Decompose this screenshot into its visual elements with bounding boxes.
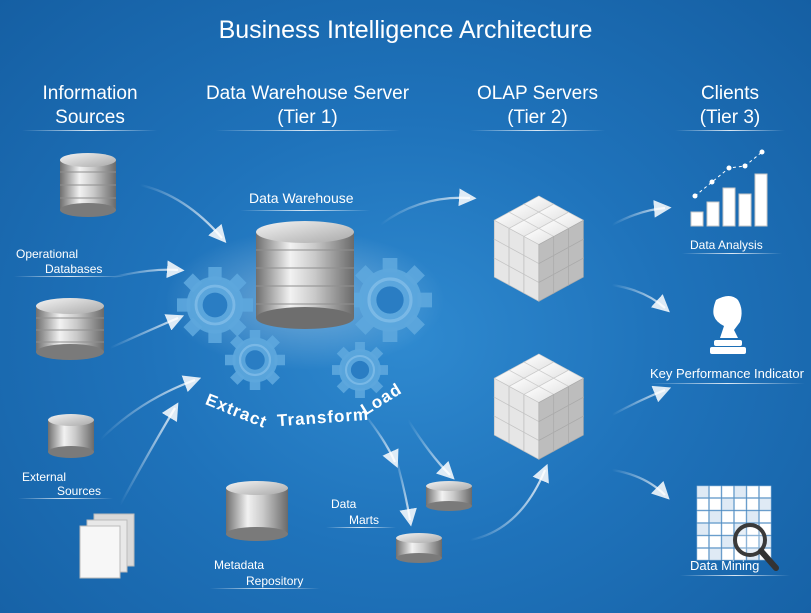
olap-cube-icon <box>493 353 584 460</box>
header-underline <box>215 130 400 131</box>
label-data-analysis: Data Analysis <box>690 238 763 252</box>
database-icon <box>48 414 94 458</box>
column-header-line: Clients <box>700 83 760 104</box>
column-header-sources: Information Sources <box>20 82 160 130</box>
label-underline <box>680 575 790 576</box>
column-header-line: (Tier 3) <box>699 107 761 128</box>
database-icon <box>426 481 472 511</box>
label-sources: Sources <box>57 484 102 498</box>
chess-knight-icon <box>710 296 746 354</box>
label-databases: Databases <box>45 262 103 276</box>
label-underline <box>650 383 805 384</box>
header-underline <box>675 130 785 131</box>
document-stack-icon <box>79 513 135 579</box>
column-header-line: (Tier 2) <box>507 107 568 128</box>
column-header-line: (Tier 1) <box>277 107 338 128</box>
label-data-mining: Data Mining <box>690 558 760 573</box>
label-kpi: Key Performance Indicator <box>650 366 804 381</box>
arrow-icon <box>99 183 672 542</box>
column-header-clients: Clients (Tier 3) <box>670 82 790 130</box>
label-underline <box>14 276 124 277</box>
label-repository: Repository <box>246 574 304 588</box>
label-underline <box>240 210 370 211</box>
label-underline <box>326 527 396 528</box>
header-underline <box>470 130 605 131</box>
database-icon <box>256 221 354 329</box>
label-underline <box>210 588 320 589</box>
label-underline <box>682 253 782 254</box>
database-icon <box>396 533 442 563</box>
page-title: Business Intelligence Architecture <box>218 16 593 44</box>
label-marts: Marts <box>349 513 379 527</box>
header-underline <box>22 130 157 131</box>
column-header-line: Data Warehouse Server <box>205 83 410 104</box>
column-header-warehouse: Data Warehouse Server (Tier 1) <box>195 82 420 130</box>
database-icon <box>226 481 288 541</box>
database-icon <box>60 153 116 217</box>
label-operational: Operational <box>16 247 79 261</box>
column-header-line: Sources <box>55 107 125 128</box>
label-data-warehouse: Data Warehouse <box>249 190 354 206</box>
bar-chart-icon <box>690 149 768 227</box>
label-underline <box>18 498 113 499</box>
column-header-line: OLAP Servers <box>476 83 599 104</box>
column-header-line: Information <box>42 83 138 104</box>
olap-cube-icon <box>493 195 584 302</box>
database-icon <box>36 298 104 360</box>
label-metadata: Metadata <box>214 558 265 572</box>
magnifier-grid-icon <box>696 485 779 571</box>
label-data: Data <box>331 497 357 511</box>
column-header-olap: OLAP Servers (Tier 2) <box>465 82 610 130</box>
label-external: External <box>22 470 67 484</box>
